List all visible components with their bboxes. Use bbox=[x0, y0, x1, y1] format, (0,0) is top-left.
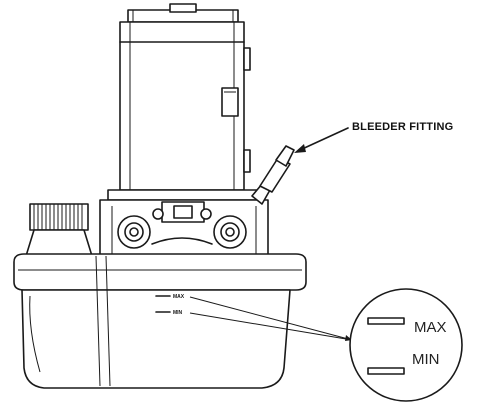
tank-min-mark: MIN bbox=[173, 310, 183, 316]
detail-circle: MAX MIN bbox=[349, 288, 463, 402]
motor-housing bbox=[119, 3, 251, 191]
detail-max-label: MAX bbox=[414, 319, 447, 336]
tank-max-mark: MAX bbox=[173, 294, 185, 300]
filler-cap bbox=[25, 203, 93, 257]
leader-lines bbox=[189, 127, 353, 341]
detail-min-label: MIN bbox=[412, 351, 440, 368]
reservoir-tank: MAX MIN bbox=[13, 253, 307, 389]
bleeder-fitting-label: BLEEDER FITTING bbox=[352, 121, 453, 133]
bleeder-fitting bbox=[251, 145, 295, 205]
manifold-block bbox=[99, 189, 269, 259]
